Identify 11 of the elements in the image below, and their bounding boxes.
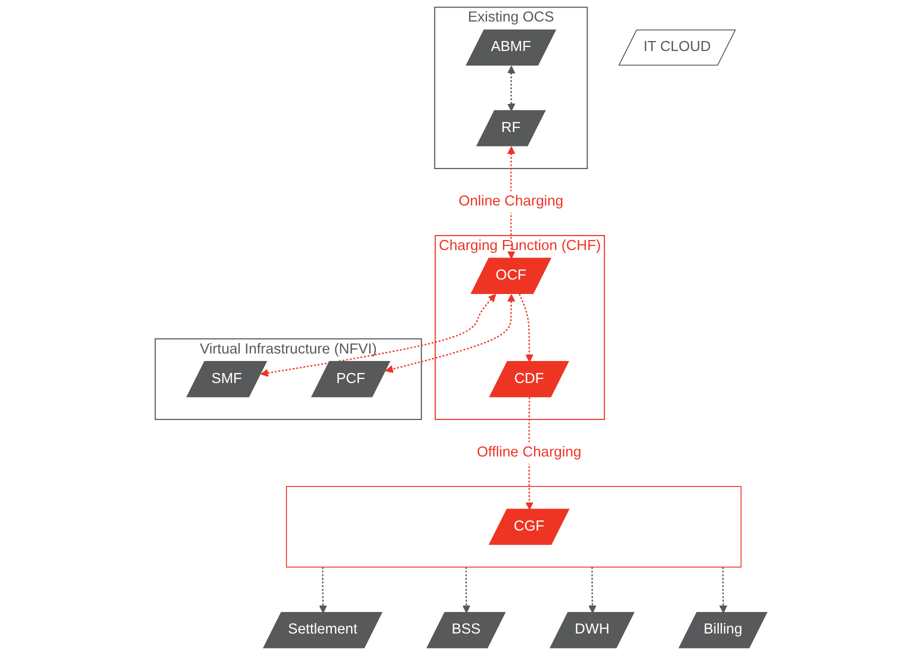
arrow	[385, 294, 516, 373]
arrow	[518, 294, 534, 362]
edge-label: Offline Charging	[476, 444, 582, 460]
arrow	[319, 567, 327, 614]
arrow	[719, 567, 728, 614]
arrow	[260, 294, 496, 377]
arrow	[507, 66, 516, 112]
edge-label: Online Charging	[458, 194, 564, 210]
cluster	[286, 486, 742, 568]
arrow	[588, 567, 596, 614]
arrow	[462, 567, 470, 614]
